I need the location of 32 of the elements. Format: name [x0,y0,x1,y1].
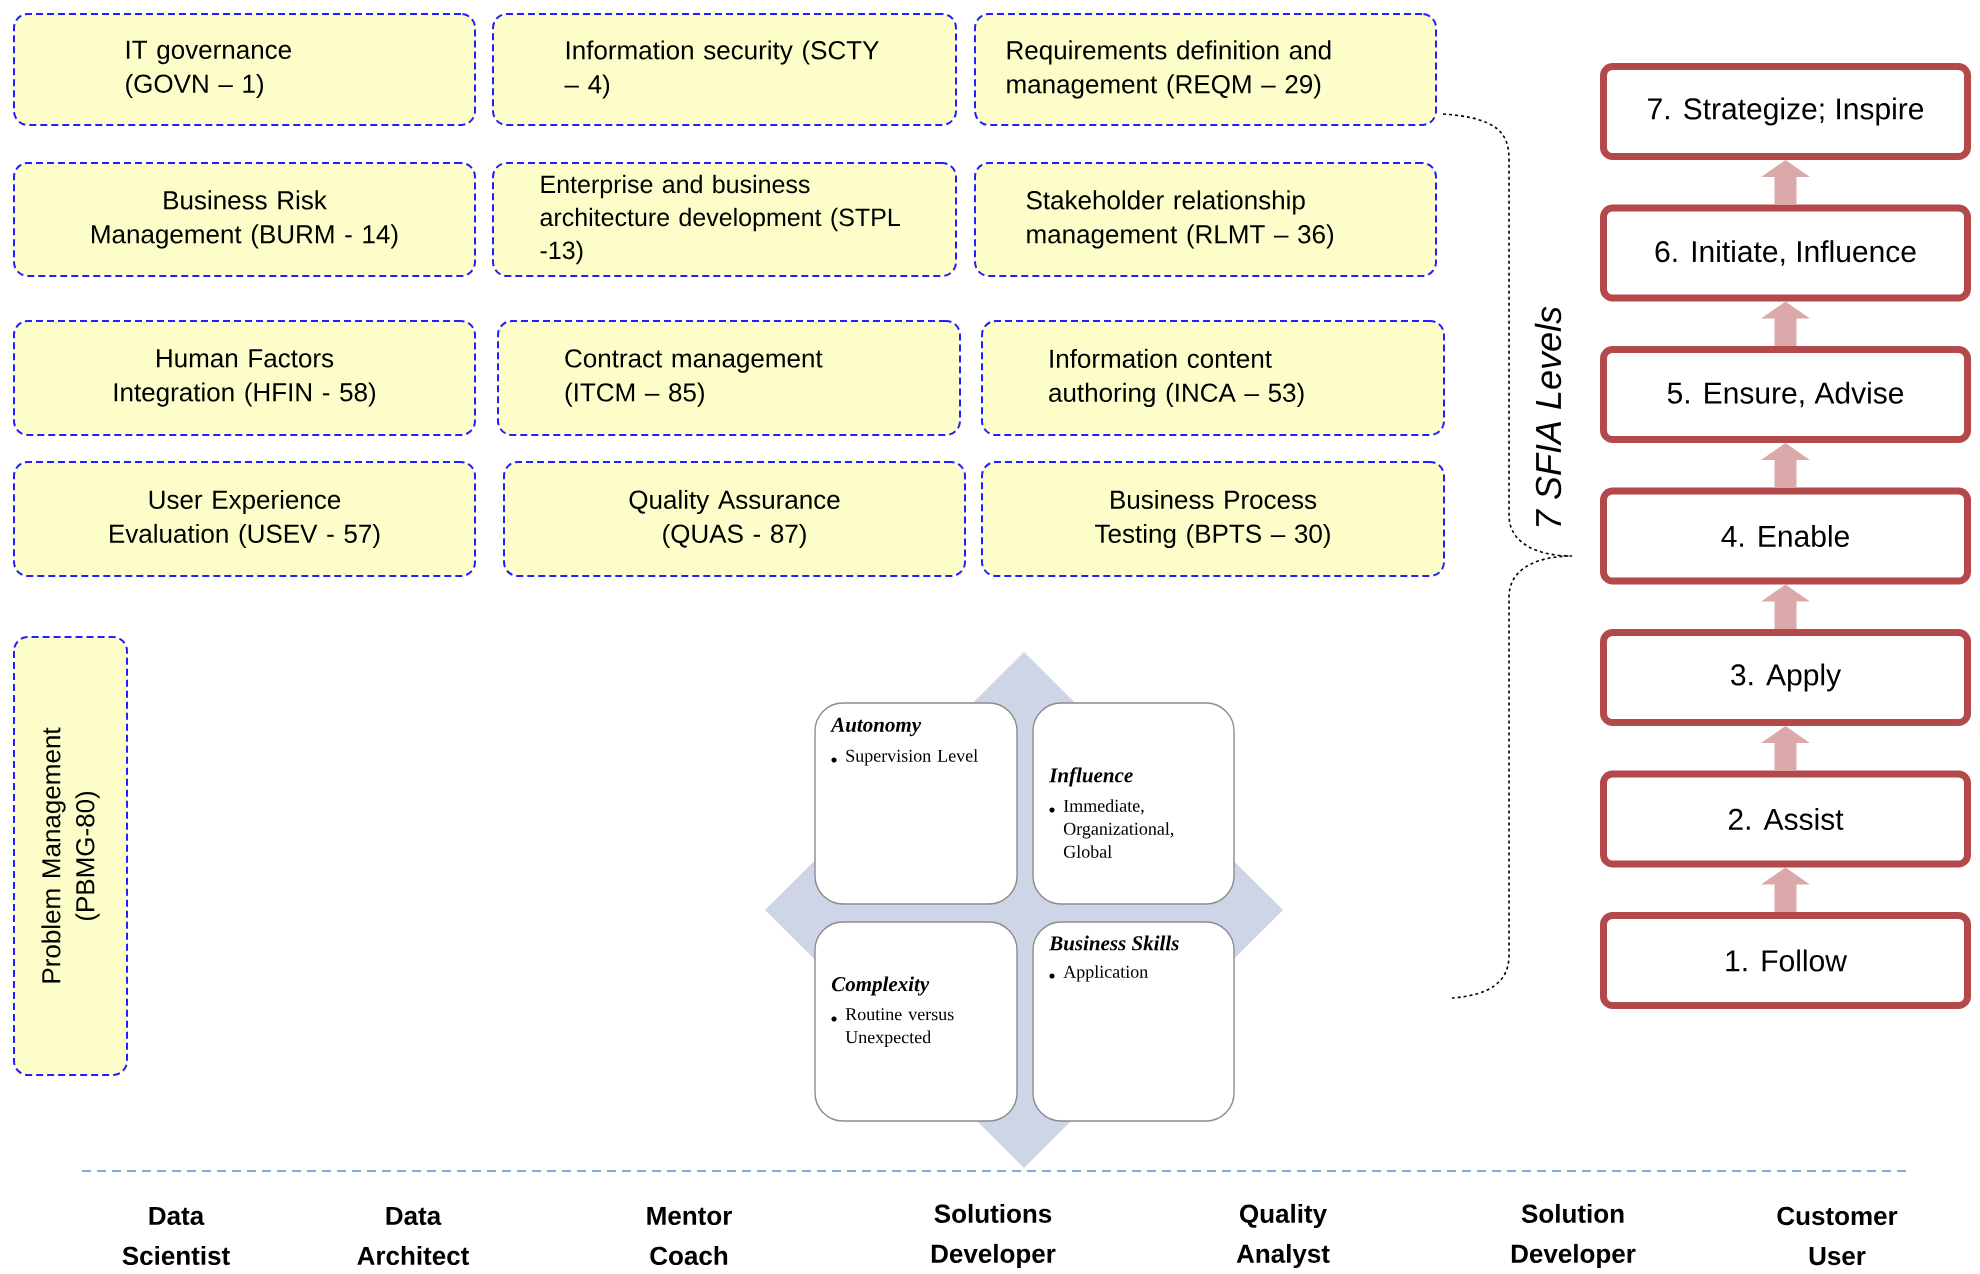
skill-box: Information content authoring (INCA – 53) [981,320,1445,436]
level-box: 4. Enable [1600,487,1972,585]
role-label: Data Scientist [122,1206,230,1266]
level-box: 5. Ensure, Advise [1600,346,1972,443]
level-box: 2. Assist [1600,770,1972,868]
skill-box: Quality Assurance (QUAS - 87) [503,461,966,577]
level-box: 3. Apply [1600,629,1972,726]
skill-box: Requirements definition and management (REQM – 29) [974,13,1437,126]
skill-box: Business Risk Management (BURM - 14) [13,162,476,277]
skill-box: Human Factors Integration (HFIN - 58) [13,320,476,436]
quadrant-card: Complexity Routine versus Unexpected [814,921,1018,1122]
role-label: Customer User [1777,1206,1898,1266]
quadrant-card: Business Skills Application [1032,921,1235,1122]
skill-box: Stakeholder relationship management (RLMT – 36) [974,162,1437,277]
skill-box: Information security (SCTY – 4) [492,13,957,126]
skill-box: Contract management (ITCM – 85) [497,320,961,436]
skill-box: IT governance (GOVN – 1) [13,13,476,126]
quadrant-card: Influence Immediate, Organizational, Global [1032,702,1235,905]
role-label: Solution Developer [1511,1203,1636,1269]
skill-box: User Experience Evaluation (USEV - 57) [13,461,476,577]
skill-box: Enterprise and business architecture development (STPL -13) [492,162,957,277]
level-box: 1. Follow [1600,912,1972,1009]
role-label: Data Architect [357,1206,470,1266]
level-box: 7. Strategize; Inspire [1600,63,1972,160]
skill-box: Business Process Testing (BPTS – 30) [981,461,1445,577]
level-box: 6. Initiate, Influence [1600,204,1972,302]
role-label: Quality Analyst [1236,1203,1330,1269]
skill-box: Problem Management (PBMG-80) [13,636,128,1076]
quadrant-card: Autonomy Supervision Level [814,702,1018,905]
role-label: Mentor Coach [647,1206,732,1266]
bracket-label: 7 SFIA Levels [1534,306,1562,527]
role-label: Solutions Developer [931,1203,1056,1269]
